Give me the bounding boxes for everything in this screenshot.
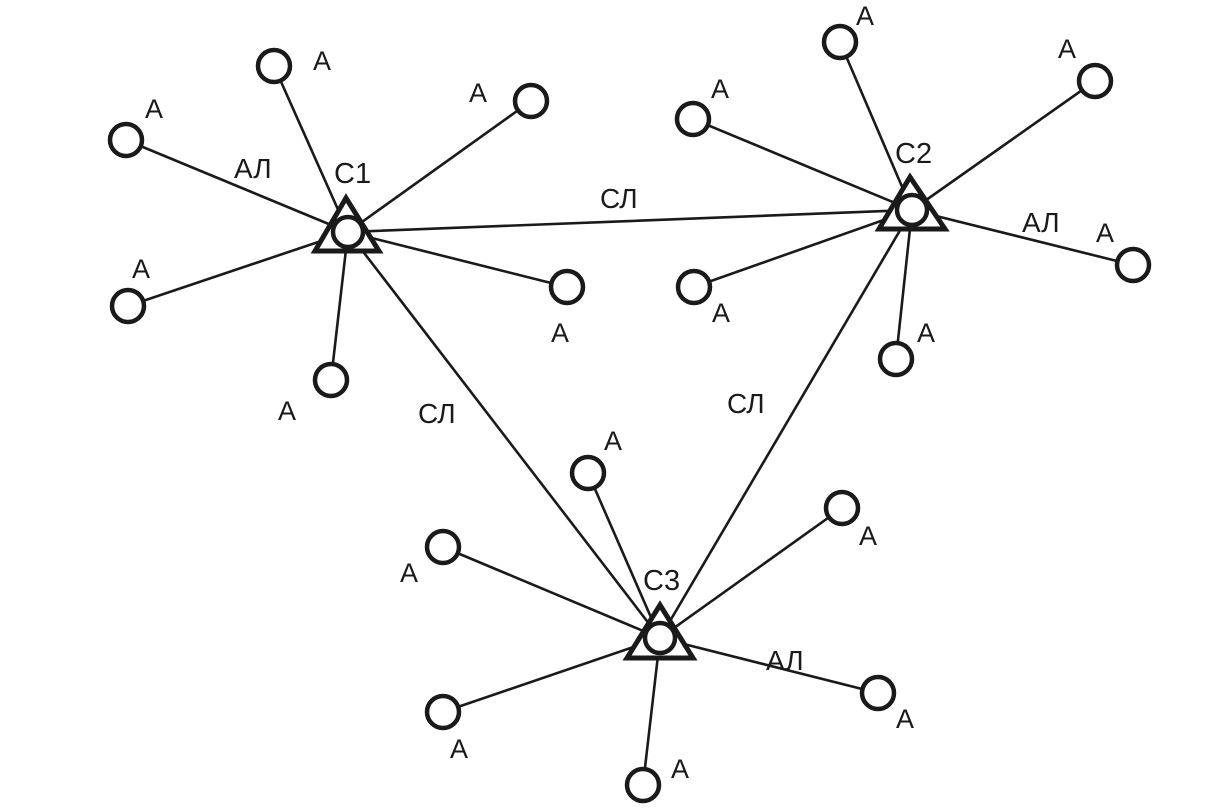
subscriber-node — [424, 528, 462, 566]
subscribers-c3 — [424, 454, 897, 804]
subscriber-line-label: АЛ — [234, 153, 272, 184]
switch-label-c2: C2 — [895, 138, 932, 170]
subscriber-node — [1114, 246, 1152, 284]
subscriber-line — [124, 138, 350, 234]
subscriber-label: А — [551, 318, 569, 348]
switch-label-c1: C1 — [334, 158, 371, 190]
subscriber-label: А — [400, 558, 418, 588]
subscriber-node — [512, 82, 550, 120]
subscriber-node — [569, 454, 607, 492]
subscriber-label: А — [859, 521, 877, 551]
switch-label-c3: C3 — [643, 565, 680, 597]
subscriber-line — [641, 636, 662, 787]
subscriber-line-label: АЛ — [766, 645, 804, 676]
switch-circle-icon — [894, 192, 930, 228]
subscriber-line — [692, 208, 914, 289]
subscriber-label: А — [671, 754, 689, 784]
subscriber-node — [823, 489, 861, 527]
subscriber-line — [126, 230, 350, 308]
subscriber-node — [624, 766, 662, 804]
subscriber-label: А — [1096, 218, 1114, 248]
subscriber-lines-c2 — [691, 40, 1135, 361]
subscriber-line — [658, 636, 880, 695]
subscriber-line — [272, 64, 350, 234]
subscriber-node — [109, 287, 147, 325]
subscriber-label: А — [132, 254, 150, 284]
subscriber-node — [424, 693, 462, 731]
subscribers-c2 — [674, 23, 1152, 378]
switch-c1 — [310, 193, 384, 254]
trunk-label-c1-c3: СЛ — [418, 398, 456, 429]
subscriber-label: А — [712, 298, 730, 328]
subscriber-node — [1076, 62, 1114, 100]
subscribers-c1 — [107, 47, 586, 399]
switch-c3 — [622, 600, 698, 661]
subscriber-line — [910, 208, 1135, 267]
subscriber-line-label: АЛ — [1022, 207, 1060, 238]
subscriber-label: А — [711, 74, 729, 104]
subscriber-node — [821, 23, 859, 61]
switch-circle-icon — [330, 214, 366, 250]
subscriber-label: А — [278, 396, 296, 426]
subscriber-node — [859, 674, 897, 712]
subscriber-node — [312, 361, 350, 399]
subscriber-line — [691, 117, 914, 212]
switch-circle-icon — [642, 620, 678, 656]
subscriber-line — [910, 79, 1097, 212]
subscriber-label: А — [313, 46, 331, 76]
switch-c2 — [874, 172, 950, 232]
subscriber-node — [675, 268, 713, 306]
subscriber-line — [346, 99, 533, 234]
trunk-label-c2-c3: СЛ — [727, 388, 765, 419]
subscriber-line — [658, 506, 844, 640]
subscriber-line — [586, 471, 662, 640]
trunk-link-c2-c3 — [658, 208, 914, 640]
subscriber-label: А — [856, 1, 874, 31]
trunk-link-c1-c3 — [346, 230, 662, 640]
trunk-label-c1-c2: СЛ — [600, 183, 638, 214]
subscriber-label: А — [917, 318, 935, 348]
subscriber-lines-c1 — [124, 64, 569, 382]
subscriber-label: А — [896, 704, 914, 734]
subscriber-line — [441, 545, 662, 640]
subscriber-node — [255, 47, 293, 85]
subscriber-label: А — [469, 78, 487, 108]
subscriber-lines-c3 — [441, 471, 880, 787]
subscriber-line — [346, 230, 569, 289]
subscriber-node — [674, 100, 712, 138]
subscriber-node — [548, 268, 586, 306]
subscriber-label: А — [604, 426, 622, 456]
subscriber-line — [441, 636, 662, 714]
subscriber-label: А — [1058, 34, 1076, 64]
subscriber-label: А — [145, 94, 163, 124]
subscriber-line — [894, 208, 914, 361]
subscriber-label: А — [450, 734, 468, 764]
subscriber-node — [877, 340, 915, 378]
trunk-link-c1-c2 — [346, 208, 914, 234]
subscriber-line — [329, 230, 350, 382]
subscriber-line — [838, 40, 914, 212]
subscriber-node — [107, 121, 145, 159]
trunk-links — [346, 208, 914, 640]
